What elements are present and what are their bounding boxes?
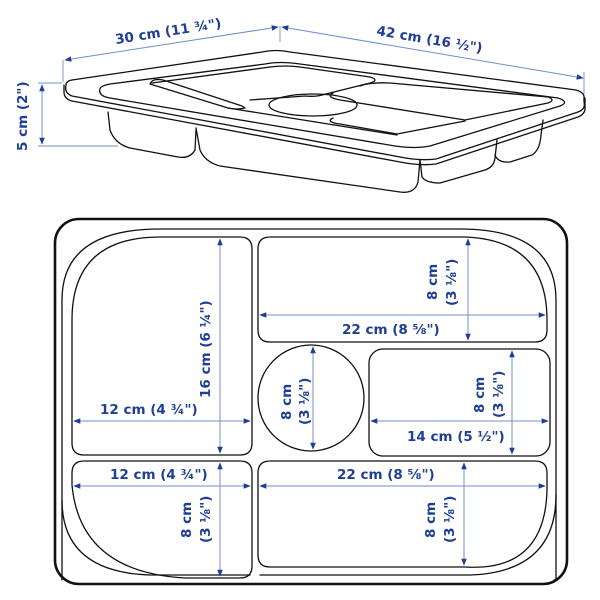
width-dimension-line (281, 25, 584, 80)
compartment-middle-right-width-label: 14 cm (5 ½") (407, 429, 505, 445)
compartment-top-right (257, 236, 548, 343)
perspective-view: 30 cm (11 ¾") 42 cm (16 ½") 5 cm (2") (15, 16, 586, 193)
compartment-center-round (257, 344, 365, 452)
tray-inner-rim-top-view (61, 228, 557, 581)
tray-compartment-right-top (329, 82, 553, 121)
depth-label: 30 cm (11 ¾") (114, 16, 222, 48)
compartment-bottom-left (71, 460, 253, 579)
tray-rim-lower-edge (63, 84, 586, 166)
compartment-top-right-height-value: 8 cm (425, 264, 441, 300)
compartment-round-diameter-value: 8 cm (279, 384, 295, 420)
compartment-bottom-right-height-imperial: (3 ⅛") (442, 496, 458, 543)
compartment-middle-right-height-value: 8 cm (472, 377, 488, 413)
tray-bin-middle (195, 127, 421, 193)
compartment-bottom-left-height-imperial: (3 ⅛") (198, 496, 214, 543)
compartment-top-left (71, 236, 253, 456)
compartment-bottom-right-width-label: 22 cm (8 ⅝") (337, 467, 435, 483)
tray-compartment-right-bottom (329, 117, 466, 135)
tray-inner-rim (99, 61, 566, 149)
height-label: 5 cm (2") (15, 81, 31, 151)
compartment-round-diameter-imperial: (3 ⅛") (297, 378, 313, 425)
tray-inner-rim-bottom-left (61, 499, 251, 576)
compartment-bottom-left-width-label: 12 cm (4 ¾") (110, 467, 208, 483)
tray-compartment-top-left (149, 78, 246, 110)
compartment-bottom-right (257, 460, 548, 568)
compartment-top-right-width-label: 22 cm (8 ⅝") (342, 322, 440, 338)
tray-inner-rim-bottom-right (259, 494, 557, 576)
tray-divider-line (227, 107, 398, 136)
compartment-middle-right (368, 348, 551, 457)
compartment-top-left-width-label: 12 cm (4 ¾") (100, 402, 198, 418)
compartment-bottom-left-height-value: 8 cm (179, 502, 195, 538)
top-view: 16 cm (6 ¼") 12 cm (4 ¾") 8 cm (3 ⅛") 22… (53, 217, 569, 586)
compartment-bottom-right-height-value: 8 cm (423, 502, 439, 538)
tray-bin-left (107, 111, 197, 158)
tray-compartment-round (268, 93, 358, 117)
compartment-top-left-height-label: 16 cm (6 ¼") (198, 300, 214, 398)
tray-bin-right-2 (494, 119, 544, 163)
tray-bin-right-1 (419, 139, 498, 184)
compartment-top-right-height-imperial: (3 ⅛") (444, 259, 460, 306)
compartment-middle-right-height-imperial: (3 ⅛") (491, 371, 507, 418)
depth-dimension-line (64, 25, 279, 62)
